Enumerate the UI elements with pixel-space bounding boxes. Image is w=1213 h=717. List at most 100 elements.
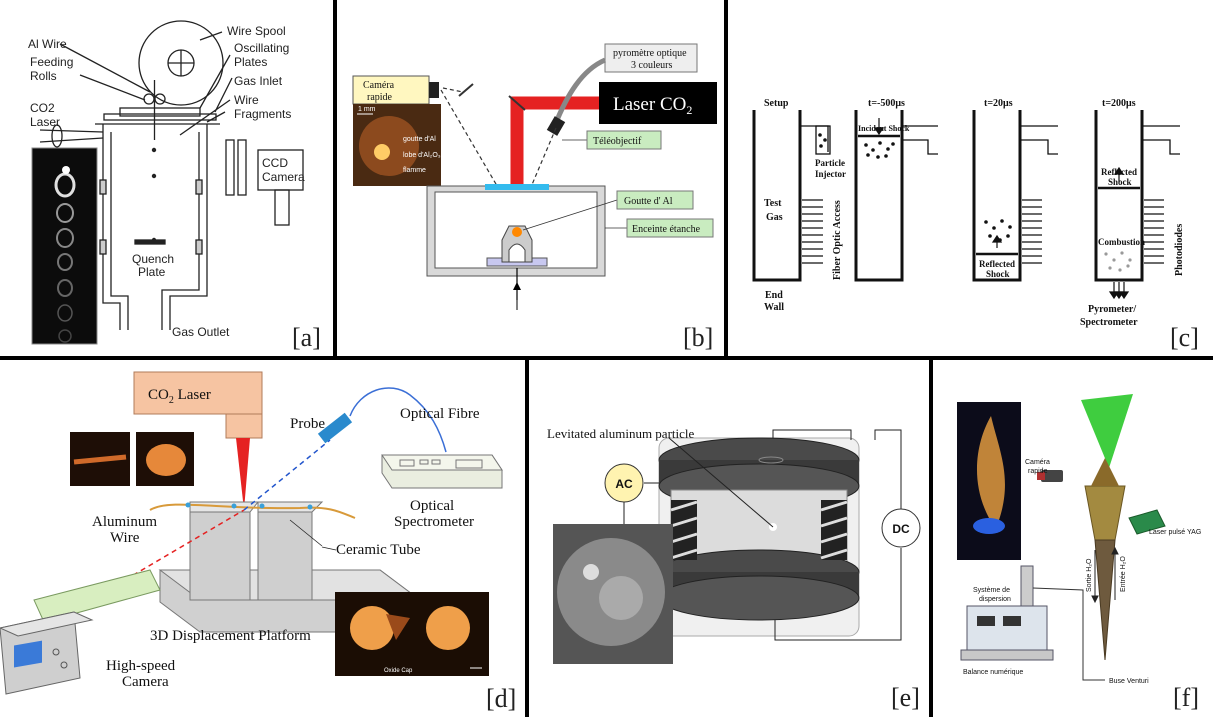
label-quench-1: Quench [132,252,174,266]
goutte-label: Goutte d' Al [624,196,673,207]
enceinte-label: Enceinte étanche [632,224,701,235]
c-photodiodes: Photodiodes [1174,224,1185,276]
c-t1: t=-500μs [868,98,905,109]
label-wire-1: Wire [234,93,259,107]
c-incident: Incident Shock [858,124,910,133]
d-al-2: Wire [110,530,140,546]
pyro-label-1: pyromètre optique [613,48,687,59]
c-end-2: Wall [764,302,784,313]
label-oscillating-2: Plates [234,55,267,69]
inset-goutte: goutte d'Al [403,136,436,143]
panel-e: AC DC Levitated aluminum particle [e] [529,360,929,717]
c-reflected-2a: Shock [986,269,1010,279]
horizontal-divider [0,356,1213,360]
goutte-box [616,190,694,210]
d-probe: Probe [290,416,325,432]
f-laser: Laser pulsé YAG [1149,529,1201,536]
laser-beam [236,438,250,510]
label-ccd-1: CCD [262,156,288,170]
label-feeding-1: Feeding [30,55,73,69]
dc-source [881,508,921,548]
f-camera-1: Caméra [1025,459,1050,466]
label-wire-spool: Wire Spool [227,24,286,38]
label-ccd-2: Camera [262,170,305,184]
panel-tag: [f] [1173,683,1199,712]
inset-scale: 1 mm [358,106,376,113]
c-t3: t=200μs [1102,98,1136,109]
ac-source [604,463,644,503]
yag-laser [1128,509,1166,535]
label-co2-2: Laser [30,115,60,129]
enceinte-box [626,218,714,238]
f-sortie: Sortie H₂O [1086,558,1093,592]
label-co2-1: CO2 [30,101,55,115]
d-hs-1: High-speed [106,658,176,674]
c-reflected-1a: Reflected [979,259,1015,269]
laser-box [599,82,717,124]
label-wire-2: Fragments [234,107,291,121]
optical-fiber [552,57,607,126]
c-test-1: Test [764,198,782,209]
panel-f: Caméra rapide Laser pulsé YAG Système de… [933,360,1213,717]
d-laser: CO2 Laser [148,387,211,406]
c-combustion: Combustion [1098,237,1145,247]
d-platform: 3D Displacement Platform [150,628,311,644]
inset-lobe: lobe d'Al₂O₃ [403,152,441,159]
label-quench-2: Plate [138,265,166,279]
f-systeme-1: Système de [973,587,1010,594]
ac-label: AC [615,477,633,491]
inset-flamme: flamme [403,167,426,174]
divider-e-f [929,360,933,717]
teleobjectif-icon [546,116,566,136]
burner-nozzle [1084,485,1126,541]
label-al-wire: Al Wire [28,37,67,51]
photo-hotspot [62,166,70,174]
laser-label: Laser CO2 [613,94,692,117]
venturi-tube [1094,539,1116,661]
d-ceramic: Ceramic Tube [336,542,421,558]
c-setup: Setup [764,98,789,109]
c-reflected-1b: Reflected [1101,167,1137,177]
teleobjectif-box [586,130,662,150]
c-particle-2: Injector [815,169,846,179]
c-reflected-2b: Shock [1108,177,1132,187]
divider-a-b [333,0,337,356]
probe [317,412,353,444]
label-gas-outlet: Gas Outlet [172,325,230,339]
label-feeding-2: Rolls [30,69,57,83]
dc-label: DC [892,522,910,536]
label-oscillating-1: Oscillating [234,41,289,55]
panel-tag: [c] [1170,323,1199,352]
f-entree: Entrée H₂O [1120,556,1127,592]
label-gas-inlet: Gas Inlet [234,74,283,88]
laser-sheet [1081,394,1133,468]
d-spec-2: Spectrometer [394,514,474,530]
divider-b-c [724,0,728,356]
camera-label-1: Caméra [363,80,395,91]
f-buse: Buse Venturi [1109,678,1149,685]
d-oxide: Oxide Cap [384,668,413,674]
panel-tag: [e] [891,683,920,712]
c-particle-1: Particle [815,158,845,168]
pyro-label-2: 3 couleurs [631,60,672,71]
aluminum-wire [149,503,356,519]
high-speed-camera-lens [33,569,161,623]
camera-label-2: rapide [367,92,393,103]
d-hs-2: Camera [122,674,169,690]
panel-c: Setup t=-500μs t=20μs t=200μs Particle I… [728,0,1213,356]
camera-icon [429,82,439,98]
panel-tag: [a] [292,323,321,352]
d-al-1: Aluminum [92,514,157,530]
f-balance: Balance numérique [963,669,1023,676]
panel-d: Probe Optical Fibre Aluminum Wire Optica… [0,360,525,717]
panel-tag: [d] [486,684,516,713]
c-test-2: Gas [766,212,783,223]
panel-a: Al Wire Feeding Rolls CO2 Laser Wire Spo… [0,0,333,356]
c-pyro-1: Pyrometer/ [1088,304,1136,315]
c-end-1: End [765,290,783,301]
divider-d-e [525,360,529,717]
pyrometer-box [604,43,698,73]
levitated-label: Levitated aluminum particle [547,426,695,441]
al-droplet [512,227,522,237]
panel-b: 1 mm goutte d'Al lobe d'Al₂O₃ flamme Cam… [337,0,724,356]
